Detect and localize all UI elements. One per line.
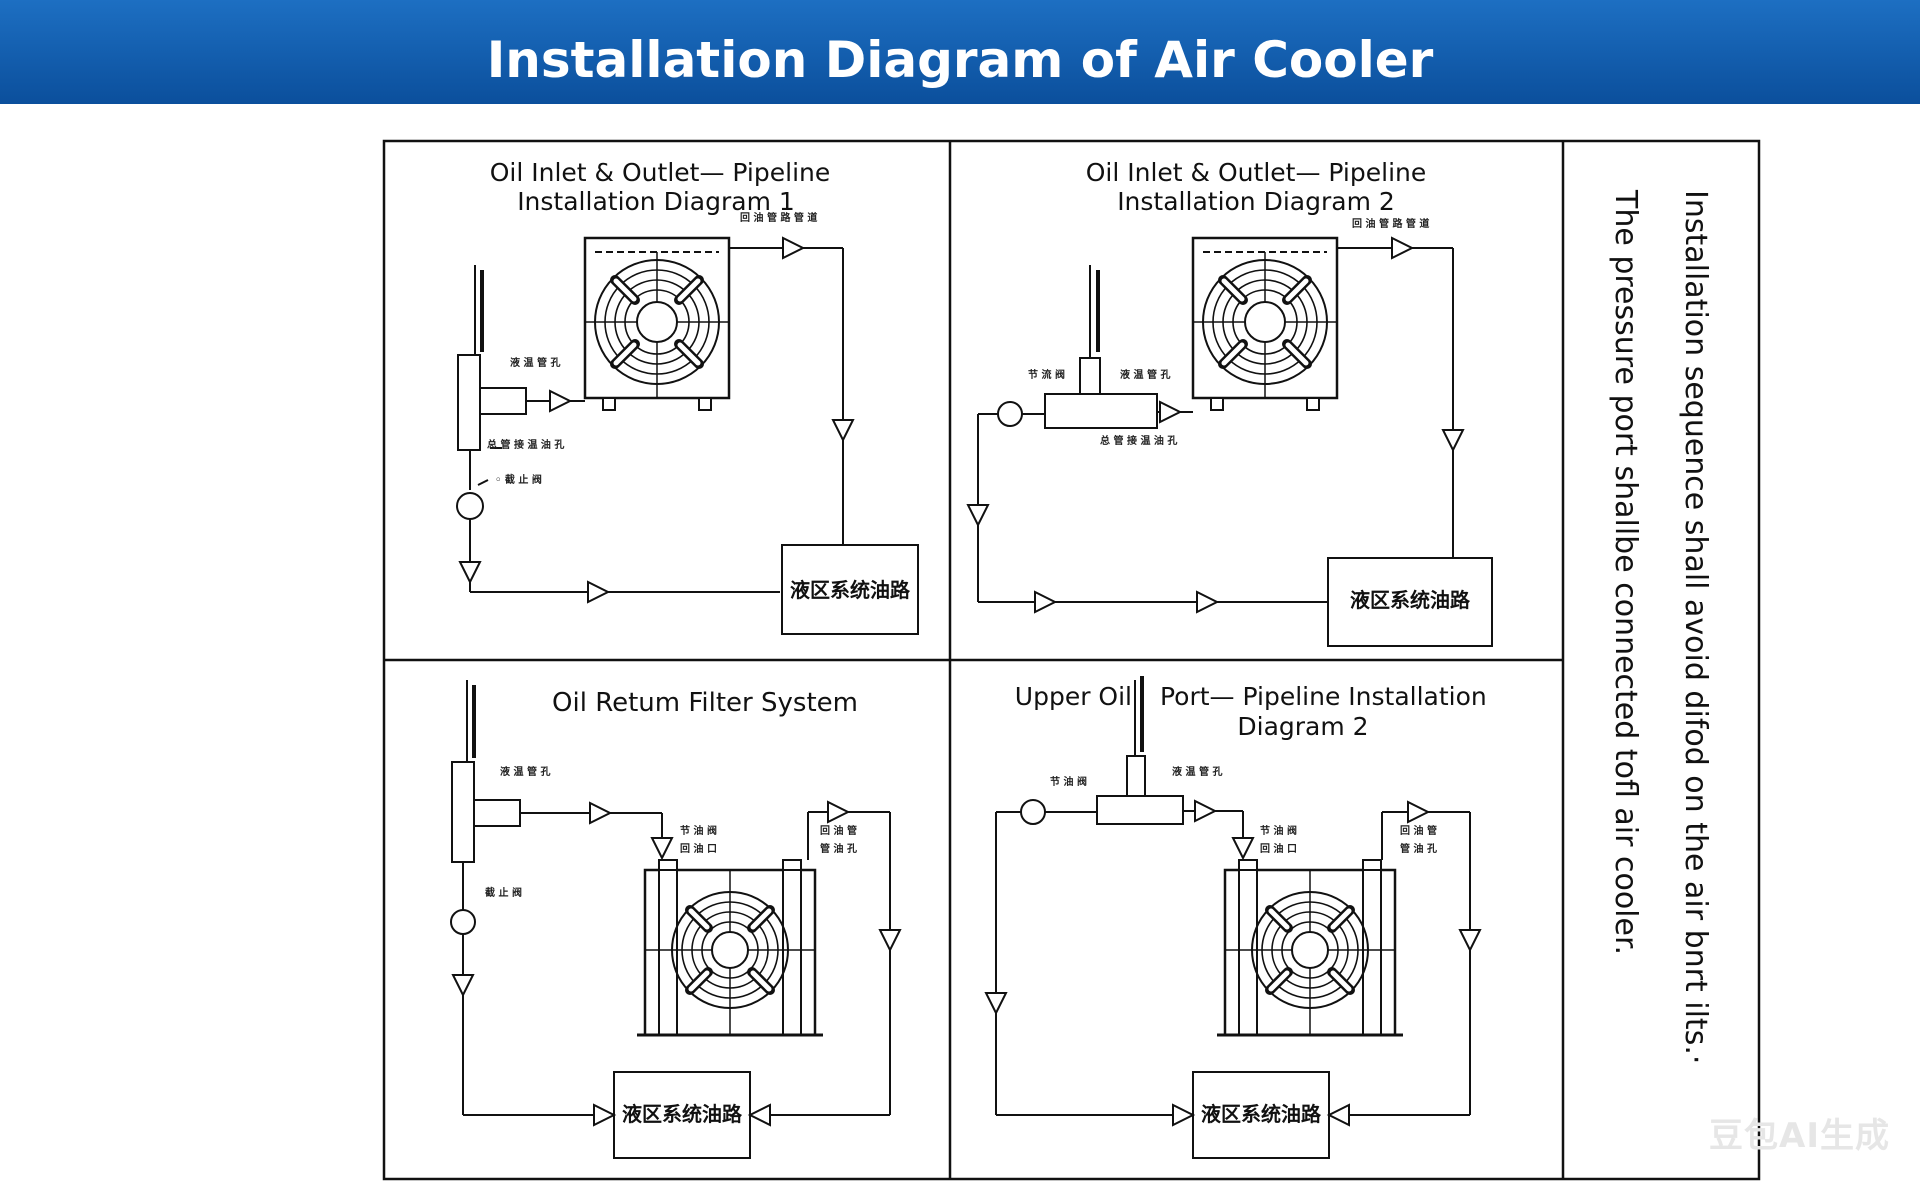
panel-grid xyxy=(382,139,1761,1181)
svg-text:液 温 管 孔: 液 温 管 孔 xyxy=(1120,368,1170,381)
svg-text:回 油 管: 回 油 管 xyxy=(1400,824,1437,837)
note-line-2: The pressure port shallbe connected tofl… xyxy=(1608,190,1643,956)
panel-2-title-line2: Installation Diagram 2 xyxy=(1117,187,1395,216)
svg-text:管 油 孔: 管 油 孔 xyxy=(1400,842,1437,855)
svg-text:回 油 管 路 管 道: 回 油 管 路 管 道 xyxy=(740,211,817,224)
svg-text:液 温 管 孔: 液 温 管 孔 xyxy=(510,356,560,369)
svg-text:液 温 管 孔: 液 温 管 孔 xyxy=(1172,765,1222,778)
air-cooler-4 xyxy=(1217,860,1403,1035)
svg-text:节 油 阀: 节 油 阀 xyxy=(1050,775,1087,788)
panel-3-box-label: 液区系统油路 xyxy=(622,1102,743,1126)
svg-text:液 温 管 孔: 液 温 管 孔 xyxy=(500,765,550,778)
panel-4-title-b: Port— Pipeline Installation xyxy=(1160,682,1487,711)
watermark: 豆包AI生成 xyxy=(1709,1116,1890,1156)
panel-1-title-line2: Installation Diagram 1 xyxy=(517,187,795,216)
air-cooler-1 xyxy=(585,238,729,410)
page-title: Installation Diagram of Air Cooler xyxy=(486,31,1434,89)
svg-text:管 油 孔: 管 油 孔 xyxy=(820,842,857,855)
panel-1: Oil Inlet & Outlet— Pipeline Installatio… xyxy=(456,158,919,635)
air-cooler-3 xyxy=(637,860,823,1035)
svg-text:节 油 阀: 节 油 阀 xyxy=(680,824,717,837)
note-line-1: Installation sequence shall avoid difod … xyxy=(1678,190,1713,1065)
panel-2: Oil Inlet & Outlet— Pipeline Installatio… xyxy=(966,158,1493,647)
panel-4-title-line2: Diagram 2 xyxy=(1237,712,1368,741)
panel-1-title-line1: Oil Inlet & Outlet— Pipeline xyxy=(490,158,831,187)
header-bar: Installation Diagram of Air Cooler xyxy=(0,0,1920,104)
air-cooler-2 xyxy=(1193,238,1337,410)
svg-text:总 管 接 温 油 孔: 总 管 接 温 油 孔 xyxy=(1100,434,1177,447)
svg-text:节 油 阀: 节 油 阀 xyxy=(1260,824,1297,837)
svg-text:◦ 截 止 阀: ◦ 截 止 阀 xyxy=(495,473,542,486)
svg-text:回 油 管 路 管 道: 回 油 管 路 管 道 xyxy=(1352,217,1429,230)
panel-1-box-label: 液区系统油路 xyxy=(790,578,911,602)
panel-3-title: Oil Retum Filter System xyxy=(552,688,858,718)
panel-4-box-label: 液区系统油路 xyxy=(1201,1102,1322,1126)
panel-4: Upper Oil Port— Pipeline Installation Di… xyxy=(984,676,1487,1159)
panel-2-title-line1: Oil Inlet & Outlet— Pipeline xyxy=(1086,158,1427,187)
svg-text:节 流 阀: 节 流 阀 xyxy=(1028,368,1065,381)
svg-text:回 油 管: 回 油 管 xyxy=(820,824,857,837)
svg-text:截 止 阀: 截 止 阀 xyxy=(485,886,522,899)
svg-text:总 管 接 温 油 孔: 总 管 接 温 油 孔 xyxy=(487,438,564,451)
panel-4-title-a: Upper Oil xyxy=(1015,682,1132,711)
svg-text:回 油 口: 回 油 口 xyxy=(680,842,717,855)
panel-3: Oil Retum Filter System xyxy=(450,680,902,1159)
svg-text:回 油 口: 回 油 口 xyxy=(1260,842,1297,855)
panel-2-box-label: 液区系统油路 xyxy=(1350,588,1471,612)
